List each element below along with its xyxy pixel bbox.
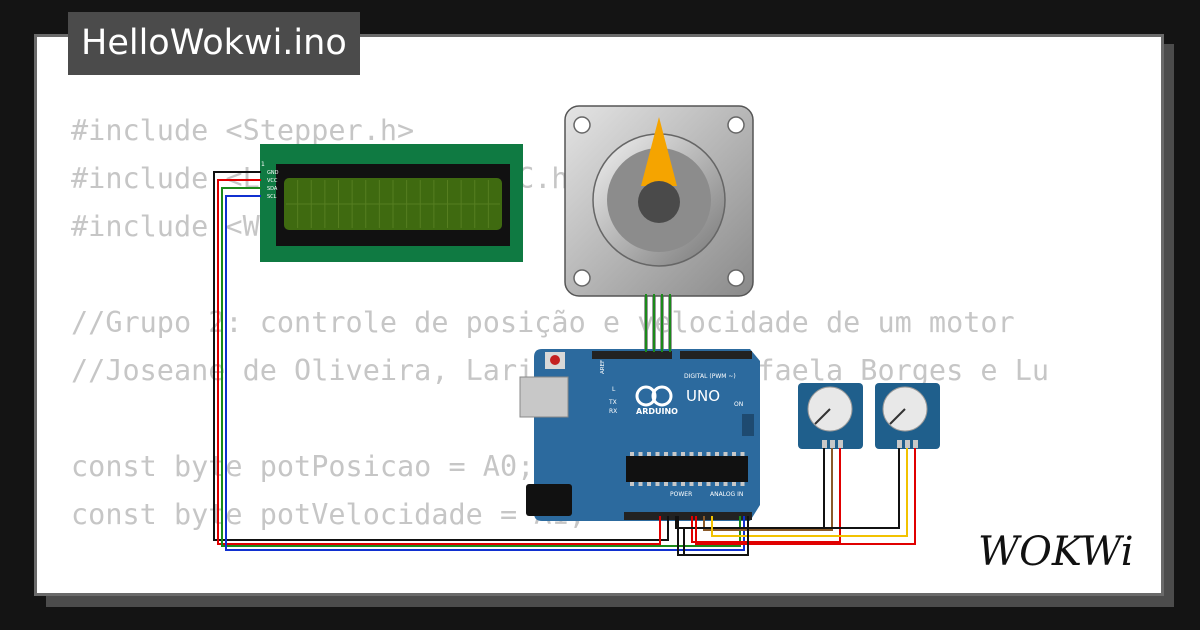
chip-pin	[689, 482, 694, 486]
chip-pin	[672, 452, 677, 456]
chip-pin	[740, 452, 745, 456]
chip-pin	[715, 452, 719, 456]
wire	[225, 195, 745, 551]
power-pins-label: POWER	[670, 491, 692, 498]
potentiometer-speed	[875, 383, 940, 449]
chip-pin	[732, 482, 736, 486]
arduino-uno-board: AREF DIGITAL (PWM ~) UNO ARDUINO L TX RX…	[519, 349, 760, 521]
wire	[213, 171, 669, 541]
svg-text:AREF: AREF	[600, 360, 606, 374]
chip-pin	[698, 482, 702, 486]
chip-pin	[647, 452, 651, 456]
led-on-label: ON	[734, 401, 743, 408]
chip-pin	[723, 452, 728, 456]
project-filename-tab: HelloWokwi.ino	[68, 12, 360, 75]
wire	[711, 448, 908, 537]
chip-pin	[715, 482, 719, 486]
lcd-pin-labels: GND VCC SDA SCL	[267, 170, 279, 200]
wokwi-logo-text: WOKWi	[978, 529, 1134, 575]
chip-pin	[655, 482, 660, 486]
wokwi-logo: WOKWi	[978, 529, 1134, 575]
led-tx-label: TX	[608, 399, 617, 406]
chip-pin	[706, 452, 711, 456]
led-rx-label: RX	[609, 408, 617, 415]
lcd-pin-label: SDA	[267, 186, 278, 192]
chip-pin	[638, 452, 643, 456]
lcd-pin-label: GND	[267, 170, 279, 176]
wire	[677, 516, 749, 556]
lcd-display: 1 GND VCC SDA SCL	[260, 144, 523, 262]
chip-pin	[664, 452, 668, 456]
lcd-pin-label: SCL	[267, 194, 277, 200]
chip-pin	[740, 482, 745, 486]
chip-pin	[689, 452, 694, 456]
wire	[695, 448, 916, 545]
code-line: const byte potPosicao = A0;	[71, 450, 535, 483]
chip-pin	[647, 482, 651, 486]
chip-pin	[706, 482, 711, 486]
chip-pin	[638, 482, 643, 486]
chip-pin	[681, 452, 685, 456]
arduino-model-label: UNO	[686, 387, 720, 405]
chip-pin	[630, 452, 634, 456]
lcd-pin-label: VCC	[267, 178, 278, 184]
lcd-pin-one-label: 1	[261, 161, 265, 168]
digital-pins-label: DIGITAL (PWM ~)	[684, 373, 736, 380]
code-line: #include <Stepper.h>	[71, 114, 415, 147]
analog-pins-label: ANALOG IN	[710, 491, 743, 498]
wire	[217, 179, 661, 545]
stepper-motor	[564, 105, 754, 352]
chip-pin	[723, 482, 728, 486]
chip-pin	[698, 452, 702, 456]
chip-pin	[681, 482, 685, 486]
chip-pin	[655, 452, 660, 456]
wire	[703, 448, 833, 531]
led-l-label: L	[612, 386, 616, 393]
wires	[213, 171, 916, 556]
potentiometer-position	[798, 383, 863, 449]
chip-pin	[672, 482, 677, 486]
chip-pin	[664, 482, 668, 486]
chip-pin	[732, 452, 736, 456]
arduino-brand-label: ARDUINO	[636, 407, 678, 416]
chip-pin	[630, 482, 634, 486]
